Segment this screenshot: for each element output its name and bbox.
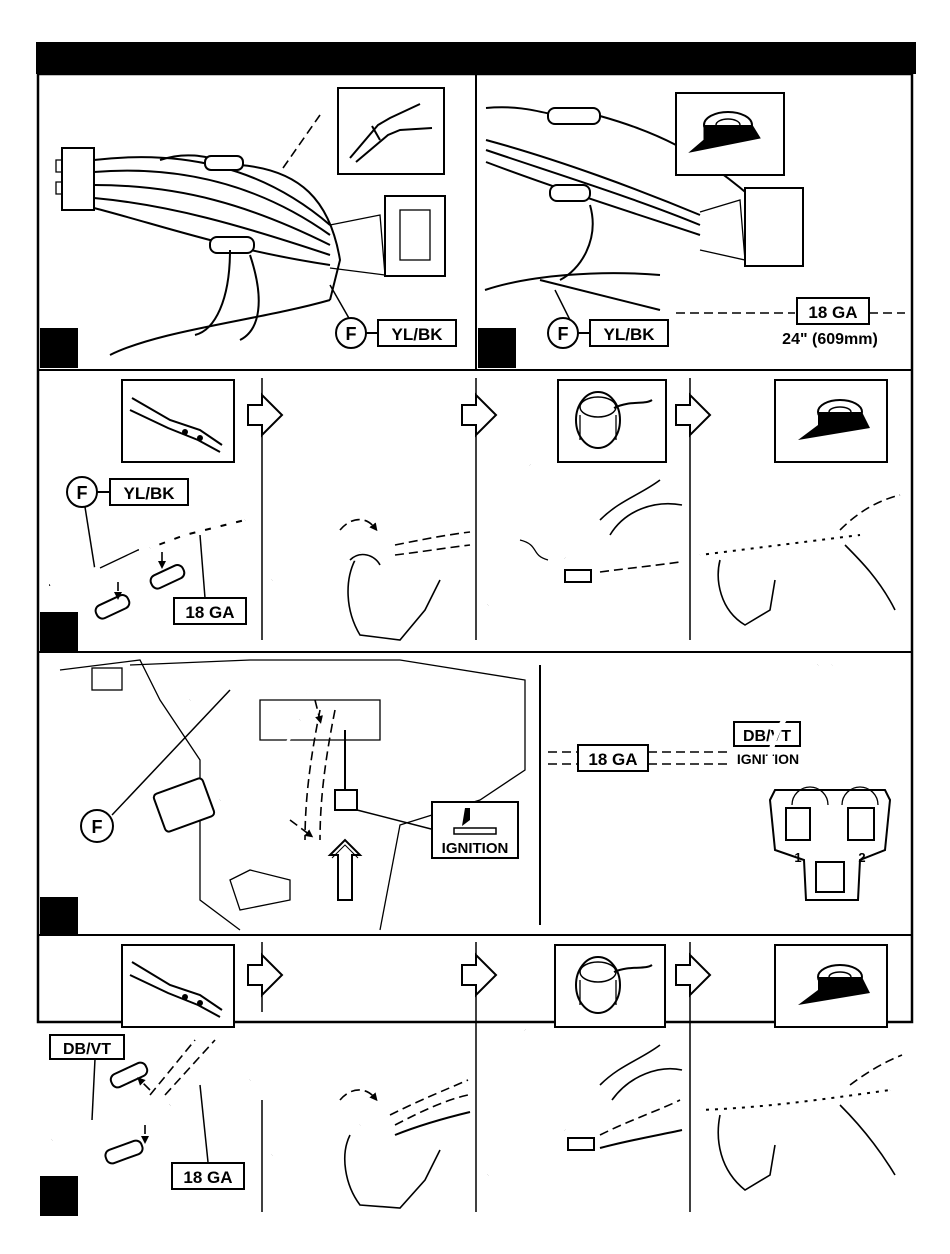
- callout-f: F: [346, 324, 357, 344]
- panel-harness-cut: F YL/BK: [56, 88, 456, 355]
- panel-vehicle-install: F IGNITION: [60, 660, 525, 930]
- callout-f: F: [92, 817, 103, 837]
- panel-solder-step-2: [488, 945, 682, 1175]
- wire-label-yl-bk: YL/BK: [604, 325, 656, 344]
- step-marker: [40, 612, 78, 652]
- panel-harness-taped: 18 GA 24" (609mm) F YL/BK: [485, 93, 905, 348]
- step-marker: [40, 1176, 78, 1216]
- panel-crimp-step-2: DB/VT 18 GA: [50, 945, 250, 1189]
- length-label: 24" (609mm): [782, 331, 878, 348]
- panel-twist-step-2: [272, 1080, 470, 1208]
- pin-number: 2: [858, 850, 865, 865]
- panel-ignition-connector: 18 GA DB/VT IGNITION 1 2: [548, 665, 890, 900]
- panel-tape-step: [700, 380, 900, 625]
- callout-f: F: [77, 483, 88, 503]
- step-marker: [40, 897, 78, 935]
- panel-twist-step: [272, 520, 470, 640]
- pin-number: 1: [794, 850, 801, 865]
- header-bar: [36, 42, 916, 74]
- callout-f: F: [558, 324, 569, 344]
- wire-label-yl-bk: YL/BK: [124, 484, 176, 503]
- ignition-label: IGNITION: [442, 840, 509, 857]
- wire-label-18ga: 18 GA: [183, 1168, 232, 1187]
- wire-label-18ga: 18 GA: [185, 603, 234, 622]
- wire-label-db-vt: DB/VT: [63, 1041, 111, 1058]
- panel-tape-step-2: [700, 945, 902, 1190]
- step-marker: [478, 328, 516, 368]
- step-marker: [40, 328, 78, 368]
- wire-label-db-vt: DB/VT: [743, 728, 791, 745]
- wire-label-18ga: 18 GA: [808, 303, 857, 322]
- wire-label-18ga: 18 GA: [588, 750, 637, 769]
- wire-label-yl-bk: YL/BK: [392, 325, 444, 344]
- panel-solder-step: [488, 380, 682, 605]
- panel-crimp-step: F YL/BK 18 GA: [50, 380, 246, 624]
